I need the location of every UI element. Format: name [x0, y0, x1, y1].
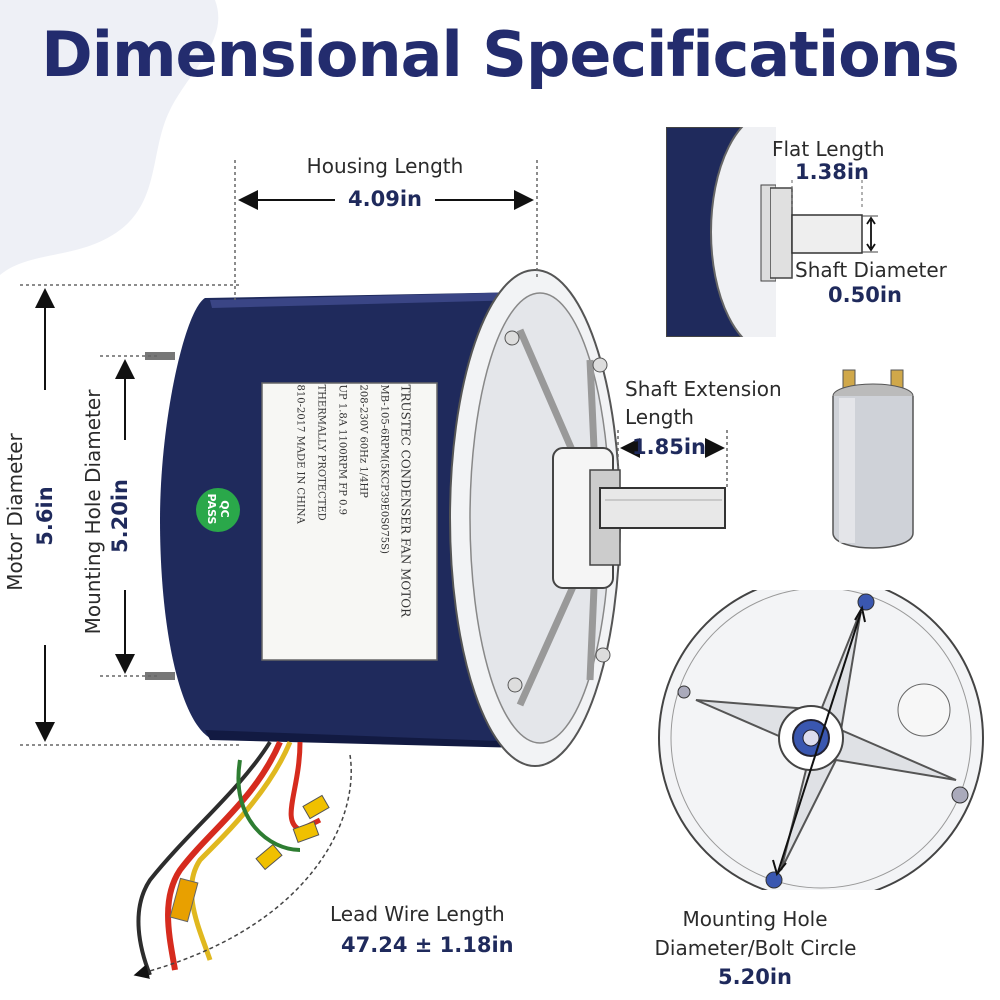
motor-shaft	[599, 487, 726, 529]
mounting-hole-value-wrap: 5.20in	[70, 479, 170, 553]
bolt-hole-top	[857, 593, 875, 611]
mounting-stud-bottom	[145, 672, 175, 680]
lead-wire-yellow	[189, 741, 293, 961]
flat-length-value: 1.38in	[795, 160, 869, 184]
motor-label-card	[261, 382, 438, 661]
page-title: Dimensional Specifications	[41, 18, 960, 91]
bolt-hole-bottom	[765, 871, 783, 889]
housing-length-label: Housing Length	[306, 154, 464, 178]
lead-wire-label: Lead Wire Length	[330, 902, 505, 926]
capacitor-illustration	[832, 369, 914, 549]
mounting-stud-top	[145, 352, 175, 360]
shaft-diameter-label: Shaft Diameter	[795, 258, 947, 282]
mounting-hole-value: 5.20in	[108, 479, 132, 553]
qc-pass-badge: QC PASS	[196, 488, 240, 532]
bolt-circle-label-line2: Diameter/Bolt Circle	[654, 936, 857, 960]
lead-wire-green	[236, 759, 301, 852]
lead-wire-value: 47.24 ± 1.18in	[341, 933, 514, 957]
lead-wire-red	[165, 740, 283, 971]
shaft-diameter-value: 0.50in	[828, 283, 902, 307]
flat-length-label: Flat Length	[772, 137, 885, 161]
bolt-circle-value: 5.20in	[718, 965, 792, 989]
shaft-extension-label-line2: Length	[625, 405, 694, 429]
housing-length-value: 4.09in	[348, 187, 422, 211]
lead-wire-black	[136, 740, 272, 976]
bolt-circle-view	[658, 590, 984, 890]
shaft-detail-shaft	[770, 180, 878, 279]
bolt-circle-label-line1: Mounting Hole	[682, 907, 828, 931]
lead-wire-arc	[133, 754, 352, 979]
shaft-detail-inset	[666, 127, 776, 337]
shaft-extension-value: 1.85in	[632, 435, 706, 459]
shaft-extension-label-line1: Shaft Extension	[625, 377, 782, 401]
